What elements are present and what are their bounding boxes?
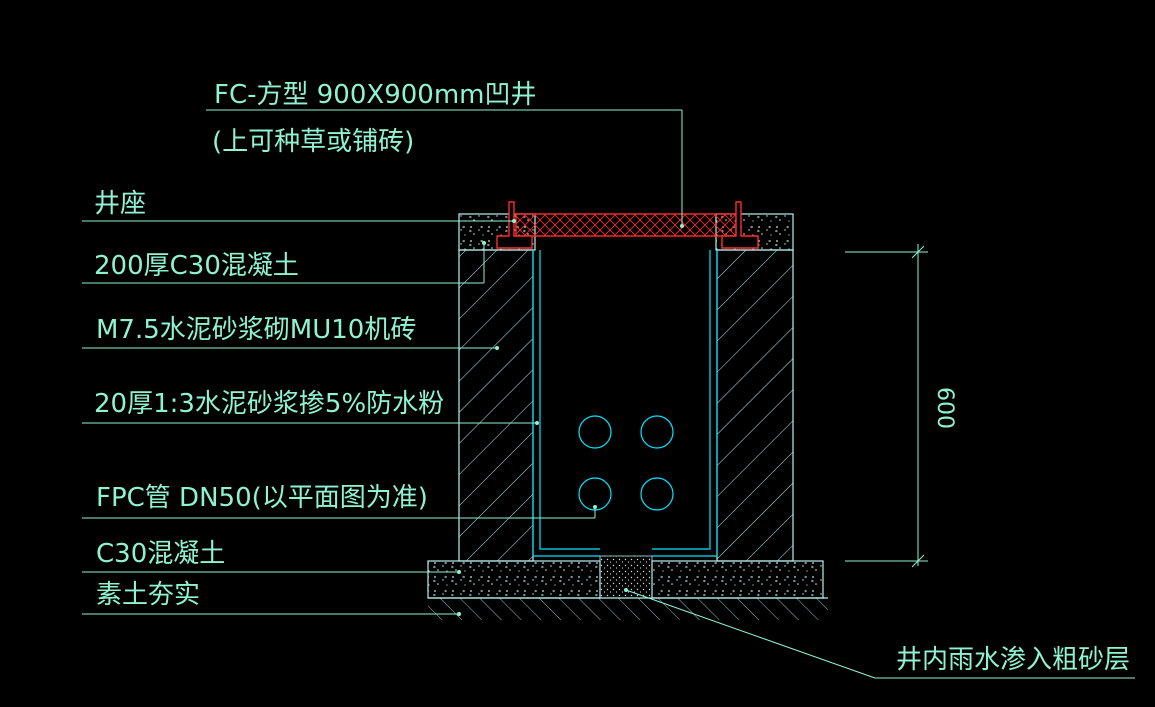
well-cover — [496, 201, 759, 249]
label-well-seat: 井座 — [94, 189, 146, 219]
label-brick-wall: M7.5水泥砂浆砌MU10机砖 — [96, 315, 416, 345]
label-concrete-top: 200厚C30混凝土 — [94, 251, 299, 281]
label-base-concrete: C30混凝土 — [96, 539, 225, 569]
brick-wall-left — [458, 249, 534, 562]
leader-lines — [82, 109, 1135, 679]
pipe-circle — [640, 477, 674, 511]
label-pipe: FPC管 DN50(以平面图为准) — [96, 483, 428, 513]
plaster-lining — [532, 250, 718, 557]
brick-wall-right — [716, 249, 794, 562]
pipe-circle — [578, 415, 612, 449]
label-sand-layer: 井内雨水渗入粗砂层 — [896, 645, 1130, 675]
pipe-group — [578, 415, 674, 511]
pipe-circle — [640, 415, 674, 449]
base-concrete-slab — [427, 560, 824, 599]
label-soil: 素土夯实 — [96, 580, 200, 610]
depth-dimension-label: 600 — [932, 387, 957, 429]
label-cover-title: FC-方型 900X900mm凹井 — [214, 80, 536, 110]
depth-dimension: 600 — [845, 244, 957, 568]
soil-layer — [428, 597, 828, 620]
label-plaster: 20厚1:3水泥砂浆掺5%防水粉 — [94, 389, 444, 419]
label-cover-note: (上可种草或铺砖) — [212, 127, 414, 157]
